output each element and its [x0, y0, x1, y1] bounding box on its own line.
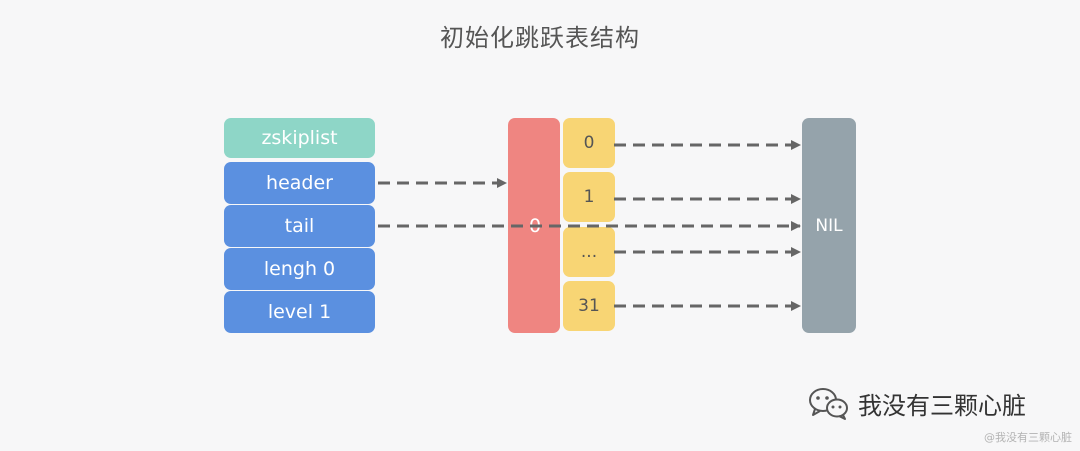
- field-length: lengh 0: [224, 248, 375, 290]
- level-slot-0: 0: [563, 118, 615, 168]
- brand-name: 我没有三颗心脏: [858, 392, 1026, 420]
- nil-node: NIL: [802, 118, 856, 333]
- diagram-title: 初始化跳跃表结构: [440, 24, 640, 52]
- level-slot-1: 1: [563, 172, 615, 222]
- watermark: @我没有三颗心脏: [984, 431, 1072, 444]
- level-slot-ellipsis: ...: [563, 227, 615, 277]
- zskiplist-name-box: zskiplist: [224, 118, 375, 158]
- wechat-icon: [809, 387, 848, 420]
- level-slot-31: 31: [563, 281, 615, 331]
- field-header: header: [224, 162, 375, 204]
- brand: 我没有三颗心脏: [808, 386, 1026, 421]
- field-level: level 1: [224, 291, 375, 333]
- field-tail: tail: [224, 205, 375, 247]
